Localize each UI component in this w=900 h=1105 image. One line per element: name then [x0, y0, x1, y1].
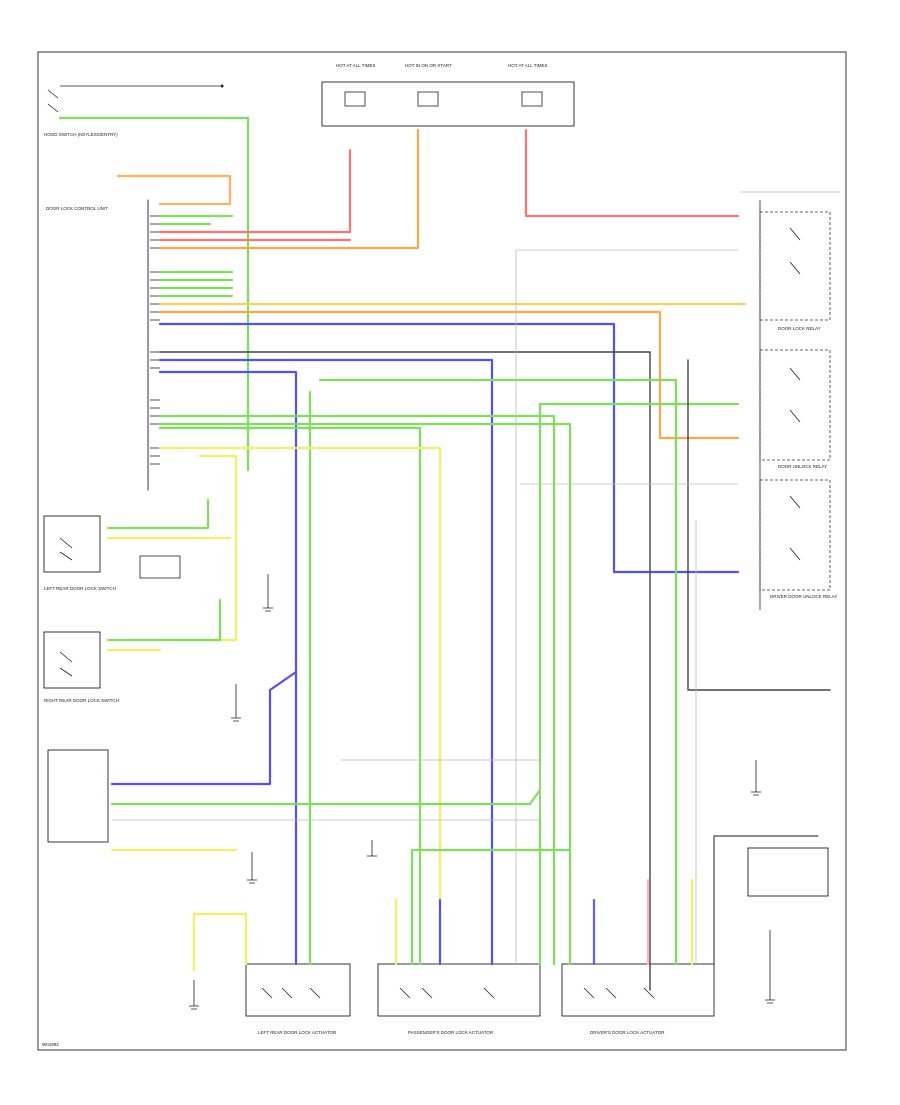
relay-door-unlock-label: DOOR UNLOCK RELAY — [778, 464, 827, 469]
wire-grey-3 — [112, 760, 540, 820]
right-rear-switch-label: RIGHT REAR DOOR LOCK SWITCH — [44, 698, 119, 703]
wire-blue-368 — [160, 372, 296, 964]
wire-blue-lower — [112, 672, 296, 784]
wire-yellow-448 — [160, 448, 440, 964]
rear-right-box — [748, 848, 828, 896]
wire-hood-orange — [118, 176, 230, 204]
actuator-left-rear: LEFT REAR DOOR LOCK ACTUATOR — [246, 964, 350, 1035]
door-lock-control-unit: DOOR LOCK CONTROL UNIT — [46, 200, 148, 490]
hood-switch: HOOD SWITCH (KEYLESS/ENTRY) — [44, 85, 224, 138]
fuse-3-label: HOT AT ALL TIMES — [508, 63, 548, 68]
fuse-2: HOT IN ON OR START — [405, 63, 452, 106]
wire-black-driver — [714, 836, 818, 964]
actuator-left-rear-label: LEFT REAR DOOR LOCK ACTUATOR — [258, 1030, 337, 1035]
wire-black-return — [688, 360, 830, 690]
relay-door-lock-label: DOOR LOCK RELAY — [778, 326, 821, 331]
fuse-1: HOT AT ALL TIMES — [336, 63, 376, 106]
wire-orange-on — [160, 130, 418, 248]
aux-switch-box — [140, 556, 180, 578]
fuse-2-label: HOT IN ON OR START — [405, 63, 452, 68]
wire-hood-green — [60, 118, 248, 470]
actuator-driver: DRIVER'S DOOR LOCK ACTUATOR — [562, 964, 714, 1035]
wire-red-hot — [526, 130, 738, 216]
wire-blue-360 — [160, 360, 492, 964]
wire-yellow-456 — [160, 456, 236, 640]
left-rear-switch-label: LEFT REAR DOOR LOCK SWITCH — [44, 586, 116, 591]
wire-red-1 — [160, 150, 350, 232]
wire-orange-long — [160, 312, 738, 438]
actuator-driver-label: DRIVER'S DOOR LOCK ACTUATOR — [590, 1030, 665, 1035]
relay-door-lock: DOOR LOCK RELAY — [760, 212, 830, 331]
actuator-passenger: PASSENGER'S DOOR LOCK ACTUATOR — [378, 964, 540, 1035]
fuse-1-label: HOT AT ALL TIMES — [336, 63, 376, 68]
diagram-code: W01892 — [42, 1042, 59, 1047]
relay-door-unlock: DOOR UNLOCK RELAY — [760, 350, 830, 469]
fuse-3: HOT AT ALL TIMES — [508, 63, 548, 106]
wire-green-lower — [112, 790, 540, 804]
wire-lrs-green — [108, 500, 208, 528]
pin-ticks — [150, 216, 160, 464]
wire-yellow-bottom — [194, 914, 246, 970]
actuator-passenger-label: PASSENGER'S DOOR LOCK ACTUATOR — [408, 1030, 494, 1035]
relay-driver-unlock-label: DRIVER DOOR UNLOCK RELAY — [770, 594, 837, 599]
ground-symbols — [189, 574, 775, 1009]
diagram-frame — [38, 52, 846, 1050]
wire-green-432 — [160, 428, 420, 964]
fuse-block — [322, 82, 574, 126]
wire-rrs-green — [108, 600, 220, 640]
wire-green-384 — [320, 380, 676, 964]
control-unit-label: DOOR LOCK CONTROL UNIT — [46, 206, 108, 211]
wire-green-424 — [160, 424, 570, 964]
relay-driver-unlock: DRIVER DOOR UNLOCK RELAY — [760, 480, 837, 599]
aux-box-lower — [48, 750, 108, 842]
right-rear-switch: RIGHT REAR DOOR LOCK SWITCH — [44, 632, 119, 703]
wire-green-416 — [160, 416, 554, 964]
left-rear-switch: LEFT REAR DOOR LOCK SWITCH — [44, 516, 116, 591]
hood-switch-label: HOOD SWITCH (KEYLESS/ENTRY) — [44, 132, 118, 137]
